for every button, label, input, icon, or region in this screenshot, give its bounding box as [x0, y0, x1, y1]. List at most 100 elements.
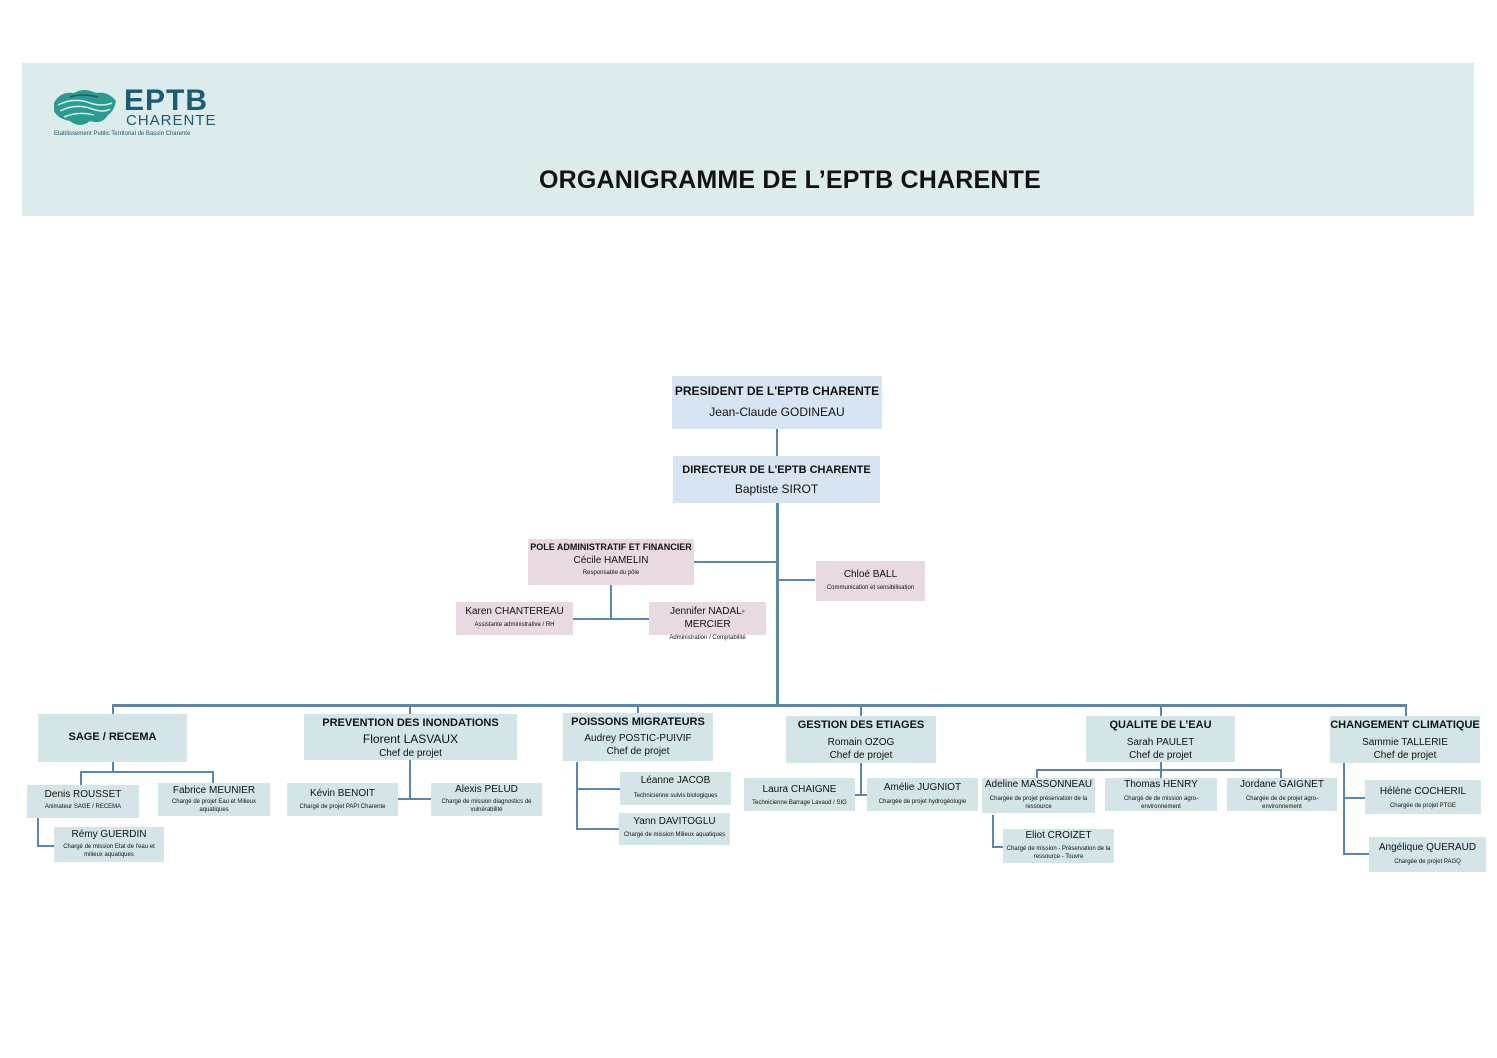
poissons-name: Audrey POSTIC-PUIVIF [584, 733, 692, 744]
amelie-name: Amélie JUGNIOT [883, 782, 962, 793]
qualite-title: QUALITE DE L’EAU [1109, 719, 1212, 731]
connector [777, 579, 815, 581]
thomas-box: Thomas HENRY Chargé de de mission agro-e… [1105, 778, 1217, 811]
sage-title: SAGE / RECEMA [68, 731, 157, 743]
connector [1405, 704, 1407, 716]
connector [112, 762, 114, 772]
amelie-role: Chargée de projet hydrogéologie [878, 799, 967, 805]
prevention-box: PREVENTION DES INONDATIONS Florent LASVA… [304, 714, 517, 760]
thomas-name: Thomas HENRY [1124, 779, 1198, 790]
logo-tagline: Etablissement Public Territorial de Bass… [54, 131, 191, 137]
connector [1160, 769, 1162, 779]
yann-box: Yann DAVITOGLU Chargé de mission Milieux… [619, 813, 730, 845]
leanne-box: Léanne JACOB Technicienne suivis biologi… [620, 772, 731, 805]
remy-name: Rémy GUERDIN [71, 829, 147, 840]
connector [1343, 763, 1345, 855]
connector [992, 846, 1003, 848]
leanne-name: Léanne JACOB [640, 775, 711, 786]
angelique-box: Angélique QUERAUD Chargée de projet PAGQ [1369, 837, 1486, 872]
kevin-name: Kévin BENOIT [309, 788, 376, 799]
connector [860, 706, 862, 716]
angelique-role: Chargée de projet PAGQ [1394, 859, 1461, 865]
fabrice-box: Fabrice MEUNIER Chargé de projet Eau et … [158, 783, 270, 816]
connector [1343, 797, 1365, 799]
connector [776, 428, 778, 458]
fabrice-role: Chargé de projet Eau et Milieux aquatiqu… [171, 799, 257, 813]
climat-name: Sammie TALLERIE [1362, 737, 1448, 748]
chloe-box: Chloé BALL Communication et sensibilisat… [816, 561, 925, 601]
connector [398, 798, 431, 800]
connector [409, 704, 411, 714]
alexis-role: Chargé de mission diagnostics de vulnéra… [441, 799, 532, 813]
etiages-name: Romain OZOG [827, 737, 895, 748]
connector [80, 771, 214, 773]
etiages-box: GESTION DES ETIAGES Romain OZOG Chef de … [786, 716, 936, 763]
connector [1160, 762, 1162, 770]
karen-role: Assistante administrative / RH [474, 622, 555, 628]
yann-name: Yann DAVITOGLU [633, 816, 716, 827]
jennifer-box: Jennifer NADAL-MERCIER Administration / … [649, 602, 766, 641]
qualite-name: Sarah PAULET [1126, 737, 1195, 748]
chloe-role: Communication et sensibilisation [826, 585, 915, 591]
climat-role: Chef de projet [1373, 750, 1437, 761]
yann-role: Chargé de mission Milieux aquatiques [623, 832, 726, 838]
adeline-name: Adeline MASSONNEAU [984, 779, 1093, 790]
connector [409, 760, 411, 800]
eliot-name: Eliot CROIZET [1025, 830, 1092, 841]
climat-box: CHANGEMENT CLIMATIQUE Sammie TALLERIE Ch… [1330, 716, 1480, 763]
pole-admin-box: POLE ADMINISTRATIF ET FINANCIER Cécile H… [528, 539, 694, 585]
helene-role: Chargée de projet PTGE [1389, 803, 1457, 809]
directeur-box: DIRECTEUR DE L'EPTB CHARENTE Baptiste SI… [673, 456, 880, 503]
laura-box: Laura CHAIGNE Technicienne Barrage Lavau… [744, 778, 855, 811]
prevention-name: Florent LASVAUX [362, 732, 459, 746]
remy-role: Chargé de mission Etat de l'eau et milie… [63, 844, 155, 858]
connector [112, 704, 1406, 707]
climat-title: CHANGEMENT CLIMATIQUE [1330, 719, 1480, 731]
president-name: Jean-Claude GODINEAU [709, 405, 845, 419]
directeur-title: DIRECTEUR DE L'EPTB CHARENTE [682, 464, 871, 476]
eliot-box: Eliot CROIZET Chargé de mission - Préser… [1003, 829, 1114, 863]
etiages-title: GESTION DES ETIAGES [797, 719, 925, 731]
etiages-role: Chef de projet [829, 750, 893, 761]
poissons-box: POISSONS MIGRATEURS Audrey POSTIC-PUIVIF… [563, 713, 713, 761]
basin-map-icon [54, 90, 116, 125]
poissons-title: POISSONS MIGRATEURS [571, 716, 705, 728]
connector [693, 561, 777, 563]
jordane-role: Chargée de de projet agro-environnement [1245, 796, 1319, 810]
connector [576, 762, 578, 830]
logo-charente-text: CHARENTE [126, 112, 217, 129]
header-banner [22, 63, 1474, 216]
denis-role: Animateur SAGE / RECEMA [44, 804, 122, 810]
prevention-role: Chef de projet [379, 748, 442, 759]
kevin-box: Kévin BENOIT Chargé de projet PAPI Chare… [287, 783, 398, 816]
laura-name: Laura CHAIGNE [762, 784, 837, 795]
connector [212, 771, 214, 783]
qualite-role: Chef de projet [1129, 750, 1192, 761]
connector [576, 828, 620, 830]
helene-box: Hélène COCHERIL Chargée de projet PTGE [1365, 780, 1481, 814]
jordane-box: Jordane GAIGNET Chargée de de projet agr… [1227, 778, 1337, 811]
connector [855, 794, 867, 796]
thomas-role: Chargé de de mission agro-environnement [1123, 796, 1199, 810]
sage-box: SAGE / RECEMA [38, 714, 187, 762]
connector [610, 585, 612, 619]
fabrice-name: Fabrice MEUNIER [172, 785, 256, 796]
page-title: ORGANIGRAMME DE L’EPTB CHARENTE [538, 166, 1042, 194]
adeline-role: Chargée de projet préservation de la res… [989, 796, 1088, 810]
adeline-box: Adeline MASSONNEAU Chargée de projet pré… [982, 778, 1095, 813]
karen-name: Karen CHANTEREAU [465, 606, 564, 617]
directeur-name: Baptiste SIROT [734, 482, 819, 496]
remy-box: Rémy GUERDIN Chargé de mission Etat de l… [54, 827, 164, 862]
connector [37, 818, 39, 846]
pole-admin-role: Responsable du pôle [582, 570, 640, 576]
alexis-box: Alexis PELUD Chargé de mission diagnosti… [431, 783, 542, 816]
connector [1343, 853, 1369, 855]
amelie-box: Amélie JUGNIOT Chargée de projet hydrogé… [867, 778, 978, 811]
eliot-role: Chargé de mission - Préservation de la r… [1006, 846, 1111, 860]
connector [1280, 769, 1282, 779]
prevention-title: PREVENTION DES INONDATIONS [322, 717, 499, 729]
jennifer-role: Administration / Comptabilité [669, 635, 746, 641]
jordane-name: Jordane GAIGNET [1240, 779, 1324, 790]
connector [776, 503, 779, 706]
helene-name: Hélène COCHERIL [1379, 786, 1467, 797]
